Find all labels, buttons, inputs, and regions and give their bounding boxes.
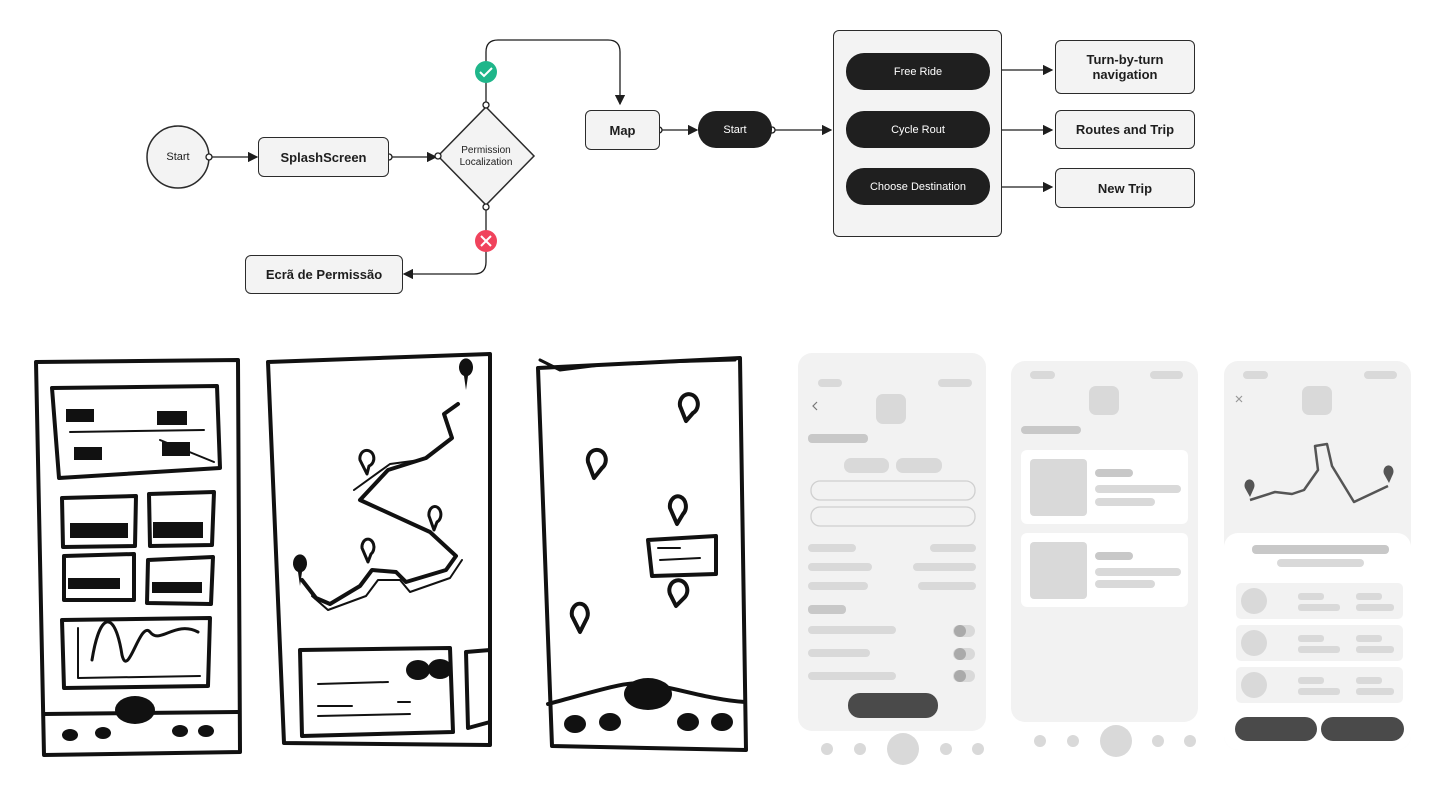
decision-label: Permission Localization bbox=[459, 145, 513, 168]
option-choose-destination: Choose Destination bbox=[846, 168, 990, 205]
turn-by-turn-node: Turn-by-turn navigation bbox=[1055, 40, 1195, 94]
check-icon bbox=[475, 61, 497, 83]
option-free-ride: Free Ride bbox=[846, 53, 990, 90]
wireframe-trip-list bbox=[1011, 361, 1198, 757]
routes-and-trip-node: Routes and Trip bbox=[1055, 110, 1195, 149]
map-node: Map bbox=[585, 110, 660, 150]
new-trip-node: New Trip bbox=[1055, 168, 1195, 208]
sketch-dashboard bbox=[34, 358, 242, 757]
option-cycle-rout: Cycle Rout bbox=[846, 111, 990, 148]
wireframe-settings bbox=[798, 353, 986, 765]
wireframe-route-detail bbox=[1224, 361, 1411, 750]
sketch-route-map bbox=[266, 352, 492, 747]
start-node: Start bbox=[166, 151, 190, 163]
map-start-pill: Start bbox=[698, 111, 772, 148]
cross-icon bbox=[475, 230, 497, 252]
splash-node: SplashScreen bbox=[258, 137, 389, 177]
permission-screen-node: Ecrã de Permissão bbox=[245, 255, 403, 294]
flowchart-connectors bbox=[146, 39, 1054, 280]
